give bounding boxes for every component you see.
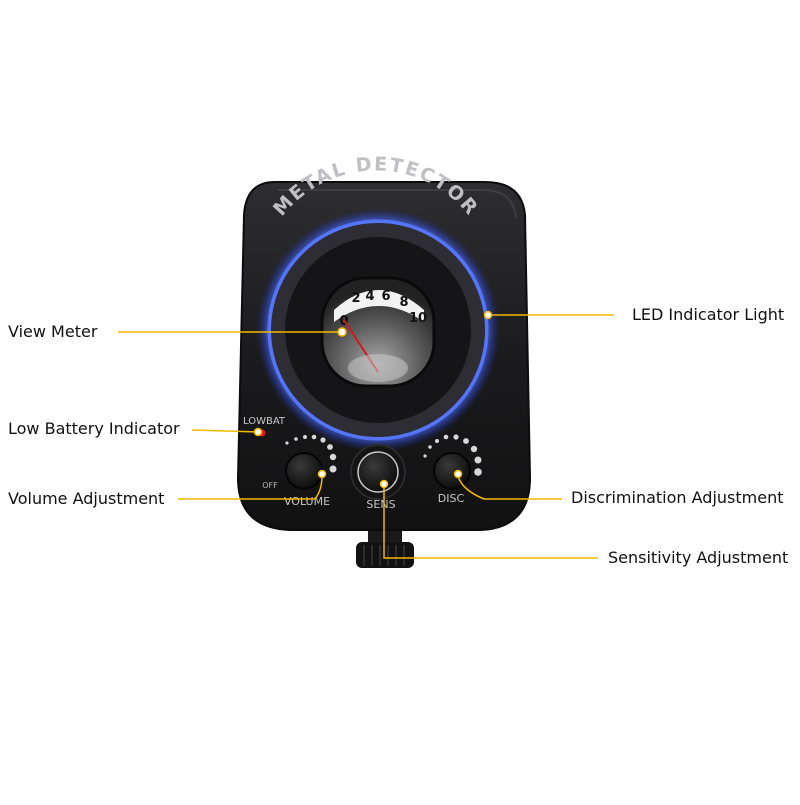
low-battery-callout: Low Battery Indicator [8, 419, 180, 438]
sensitivity-callout: Sensitivity Adjustment [608, 548, 789, 567]
off-text: OFF [262, 481, 278, 490]
volume-knob-label: VOLUME [284, 495, 330, 508]
led-callout: LED Indicator Light [632, 305, 785, 324]
lowbat-text: LOWBAT [243, 416, 286, 427]
volume-callout-dot [317, 469, 327, 479]
svg-text:2: 2 [351, 291, 360, 306]
sensitivity-leader-line [383, 484, 598, 559]
disc-knob[interactable] [433, 452, 471, 490]
svg-text:8: 8 [399, 295, 408, 310]
sensitivity-callout-dot [379, 479, 389, 489]
led-indicator-ring [267, 219, 489, 441]
disc-knob-label: DISC [438, 492, 465, 505]
volume-callout: Volume Adjustment [8, 489, 165, 508]
discrimination-callout-dot [453, 469, 463, 479]
svg-text:4: 4 [365, 289, 374, 304]
mount-screw-knob[interactable] [356, 542, 414, 568]
view-meter-callout-dot [337, 327, 347, 337]
discrimination-callout: Discrimination Adjustment [571, 488, 784, 507]
volume-knob[interactable] [285, 452, 323, 490]
svg-text:6: 6 [381, 289, 390, 304]
svg-text:10: 10 [409, 311, 427, 326]
volume-level-dots [285, 434, 337, 473]
low-battery-callout-dot [253, 427, 263, 437]
led-callout-dot [483, 310, 493, 320]
low-battery-leader-line [191, 429, 259, 433]
disc-level-dots [423, 434, 482, 476]
meter-scale-band [334, 290, 424, 322]
sens-knob[interactable] [357, 451, 399, 493]
mount-block [368, 528, 402, 546]
sens-knob-label: SENS [366, 498, 395, 511]
discrimination-leader-line [457, 475, 562, 500]
view-meter-callout: View Meter [8, 322, 98, 341]
volume-leader-line [178, 475, 323, 500]
